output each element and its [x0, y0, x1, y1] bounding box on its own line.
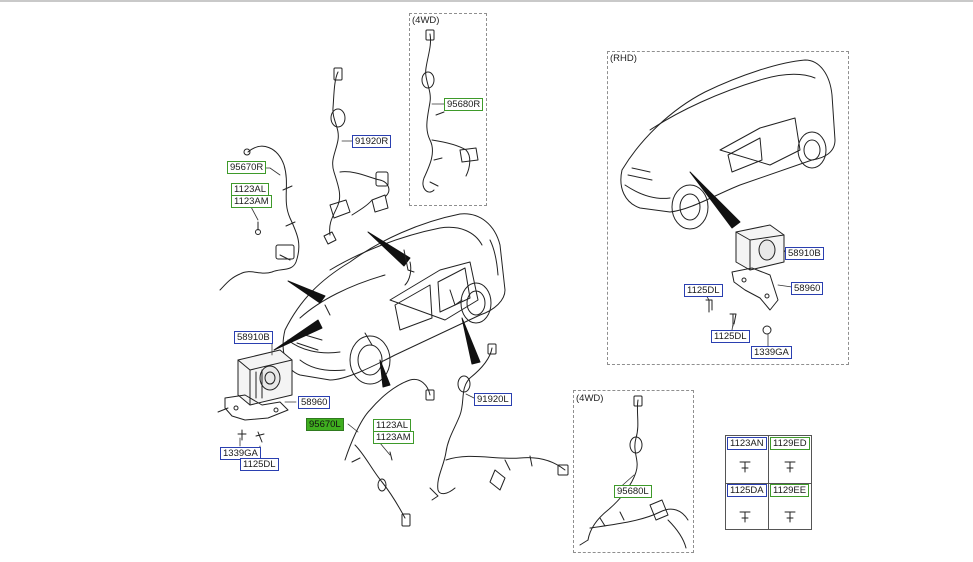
section-title-4wd-top: (4WD) — [412, 15, 440, 26]
fastener-icons — [739, 461, 796, 523]
fastener-label-1123AN[interactable]: 1123AN — [727, 437, 767, 450]
section-box-rhd — [607, 51, 849, 365]
part-label-58910B-left[interactable]: 58910B — [234, 331, 273, 344]
abs-unit-left — [217, 349, 293, 443]
harness-91920L — [429, 343, 569, 501]
part-label-91920L[interactable]: 91920L — [474, 393, 512, 406]
part-label-1123AL-bottom[interactable]: 1123AL — [373, 419, 412, 432]
section-box-4wd-top — [409, 13, 487, 206]
rhd-vehicle-illustration — [620, 59, 836, 230]
part-label-95680R[interactable]: 95680R — [444, 98, 484, 111]
pointer-wedge-rhd — [689, 171, 741, 229]
part-label-1125DL-rhd-2[interactable]: 1125DL — [711, 330, 750, 343]
pointer-wedges-main — [273, 231, 481, 388]
fastener-label-1125DA[interactable]: 1125DA — [727, 484, 767, 497]
fastener-label-1129ED[interactable]: 1129ED — [770, 437, 810, 450]
part-label-1125DL-left[interactable]: 1125DL — [240, 458, 279, 471]
part-label-1339GA-rhd[interactable]: 1339GA — [751, 346, 792, 359]
harness-91920R — [323, 67, 390, 245]
part-label-95670R[interactable]: 95670R — [227, 161, 267, 174]
part-label-95670L-selected[interactable]: 95670L — [306, 418, 344, 431]
sensor-95670L-wire — [344, 378, 435, 527]
part-label-1123AM-bottom[interactable]: 1123AM — [373, 431, 414, 444]
part-label-1123AM-top[interactable]: 1123AM — [231, 195, 272, 208]
fastener-table — [725, 435, 812, 530]
part-label-1125DL-rhd-1[interactable]: 1125DL — [684, 284, 723, 297]
section-title-rhd: (RHD) — [610, 53, 637, 64]
abs-unit-rhd — [705, 224, 785, 335]
section-title-4wd-bottom: (4WD) — [576, 393, 604, 404]
sensor-95670R-wire — [219, 145, 300, 291]
part-label-58910B-rhd[interactable]: 58910B — [785, 247, 824, 260]
sensor-95680L-wire — [579, 395, 689, 549]
section-box-4wd-bottom — [573, 390, 694, 553]
fastener-table-divider-v — [768, 436, 769, 529]
part-label-91920R[interactable]: 91920R — [352, 135, 392, 148]
fastener-table-divider-h — [726, 483, 811, 484]
main-vehicle-illustration — [282, 213, 506, 385]
part-label-95680L[interactable]: 95680L — [614, 485, 652, 498]
top-border-line — [0, 0, 973, 2]
fastener-label-1129EE[interactable]: 1129EE — [770, 484, 810, 497]
sensor-95680R-wire — [421, 29, 479, 193]
part-label-58960-rhd[interactable]: 58960 — [791, 282, 824, 295]
part-label-58960-left[interactable]: 58960 — [298, 396, 331, 409]
